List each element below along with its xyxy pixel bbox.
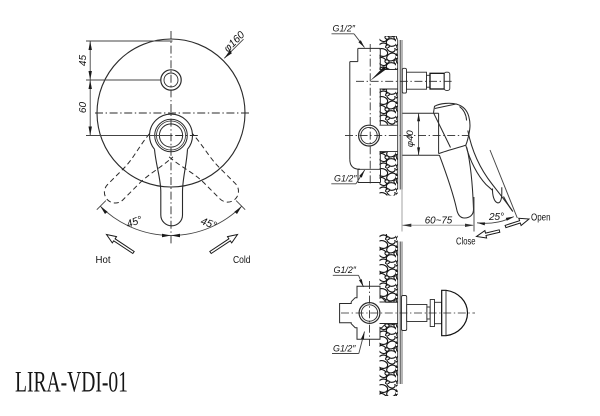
svg-text:G1/2″: G1/2″ xyxy=(334,265,357,275)
svg-text:G1/2″: G1/2″ xyxy=(334,173,357,183)
svg-text:LIRA-VDI-01: LIRA-VDI-01 xyxy=(15,365,128,398)
svg-text:Cold: Cold xyxy=(233,255,251,266)
svg-text:25°: 25° xyxy=(488,212,504,223)
svg-text:Close: Close xyxy=(456,237,476,248)
svg-text:60~75: 60~75 xyxy=(425,216,453,227)
svg-text:G1/2″: G1/2″ xyxy=(333,344,356,354)
svg-text:φ40: φ40 xyxy=(405,130,416,147)
svg-text:Open: Open xyxy=(531,213,551,224)
svg-text:Hot: Hot xyxy=(96,255,111,266)
svg-text:60: 60 xyxy=(78,102,89,114)
svg-text:G1/2″: G1/2″ xyxy=(333,24,356,34)
svg-text:45: 45 xyxy=(78,55,89,67)
svg-text:45°: 45° xyxy=(125,214,144,231)
svg-text:45°: 45° xyxy=(199,215,218,232)
